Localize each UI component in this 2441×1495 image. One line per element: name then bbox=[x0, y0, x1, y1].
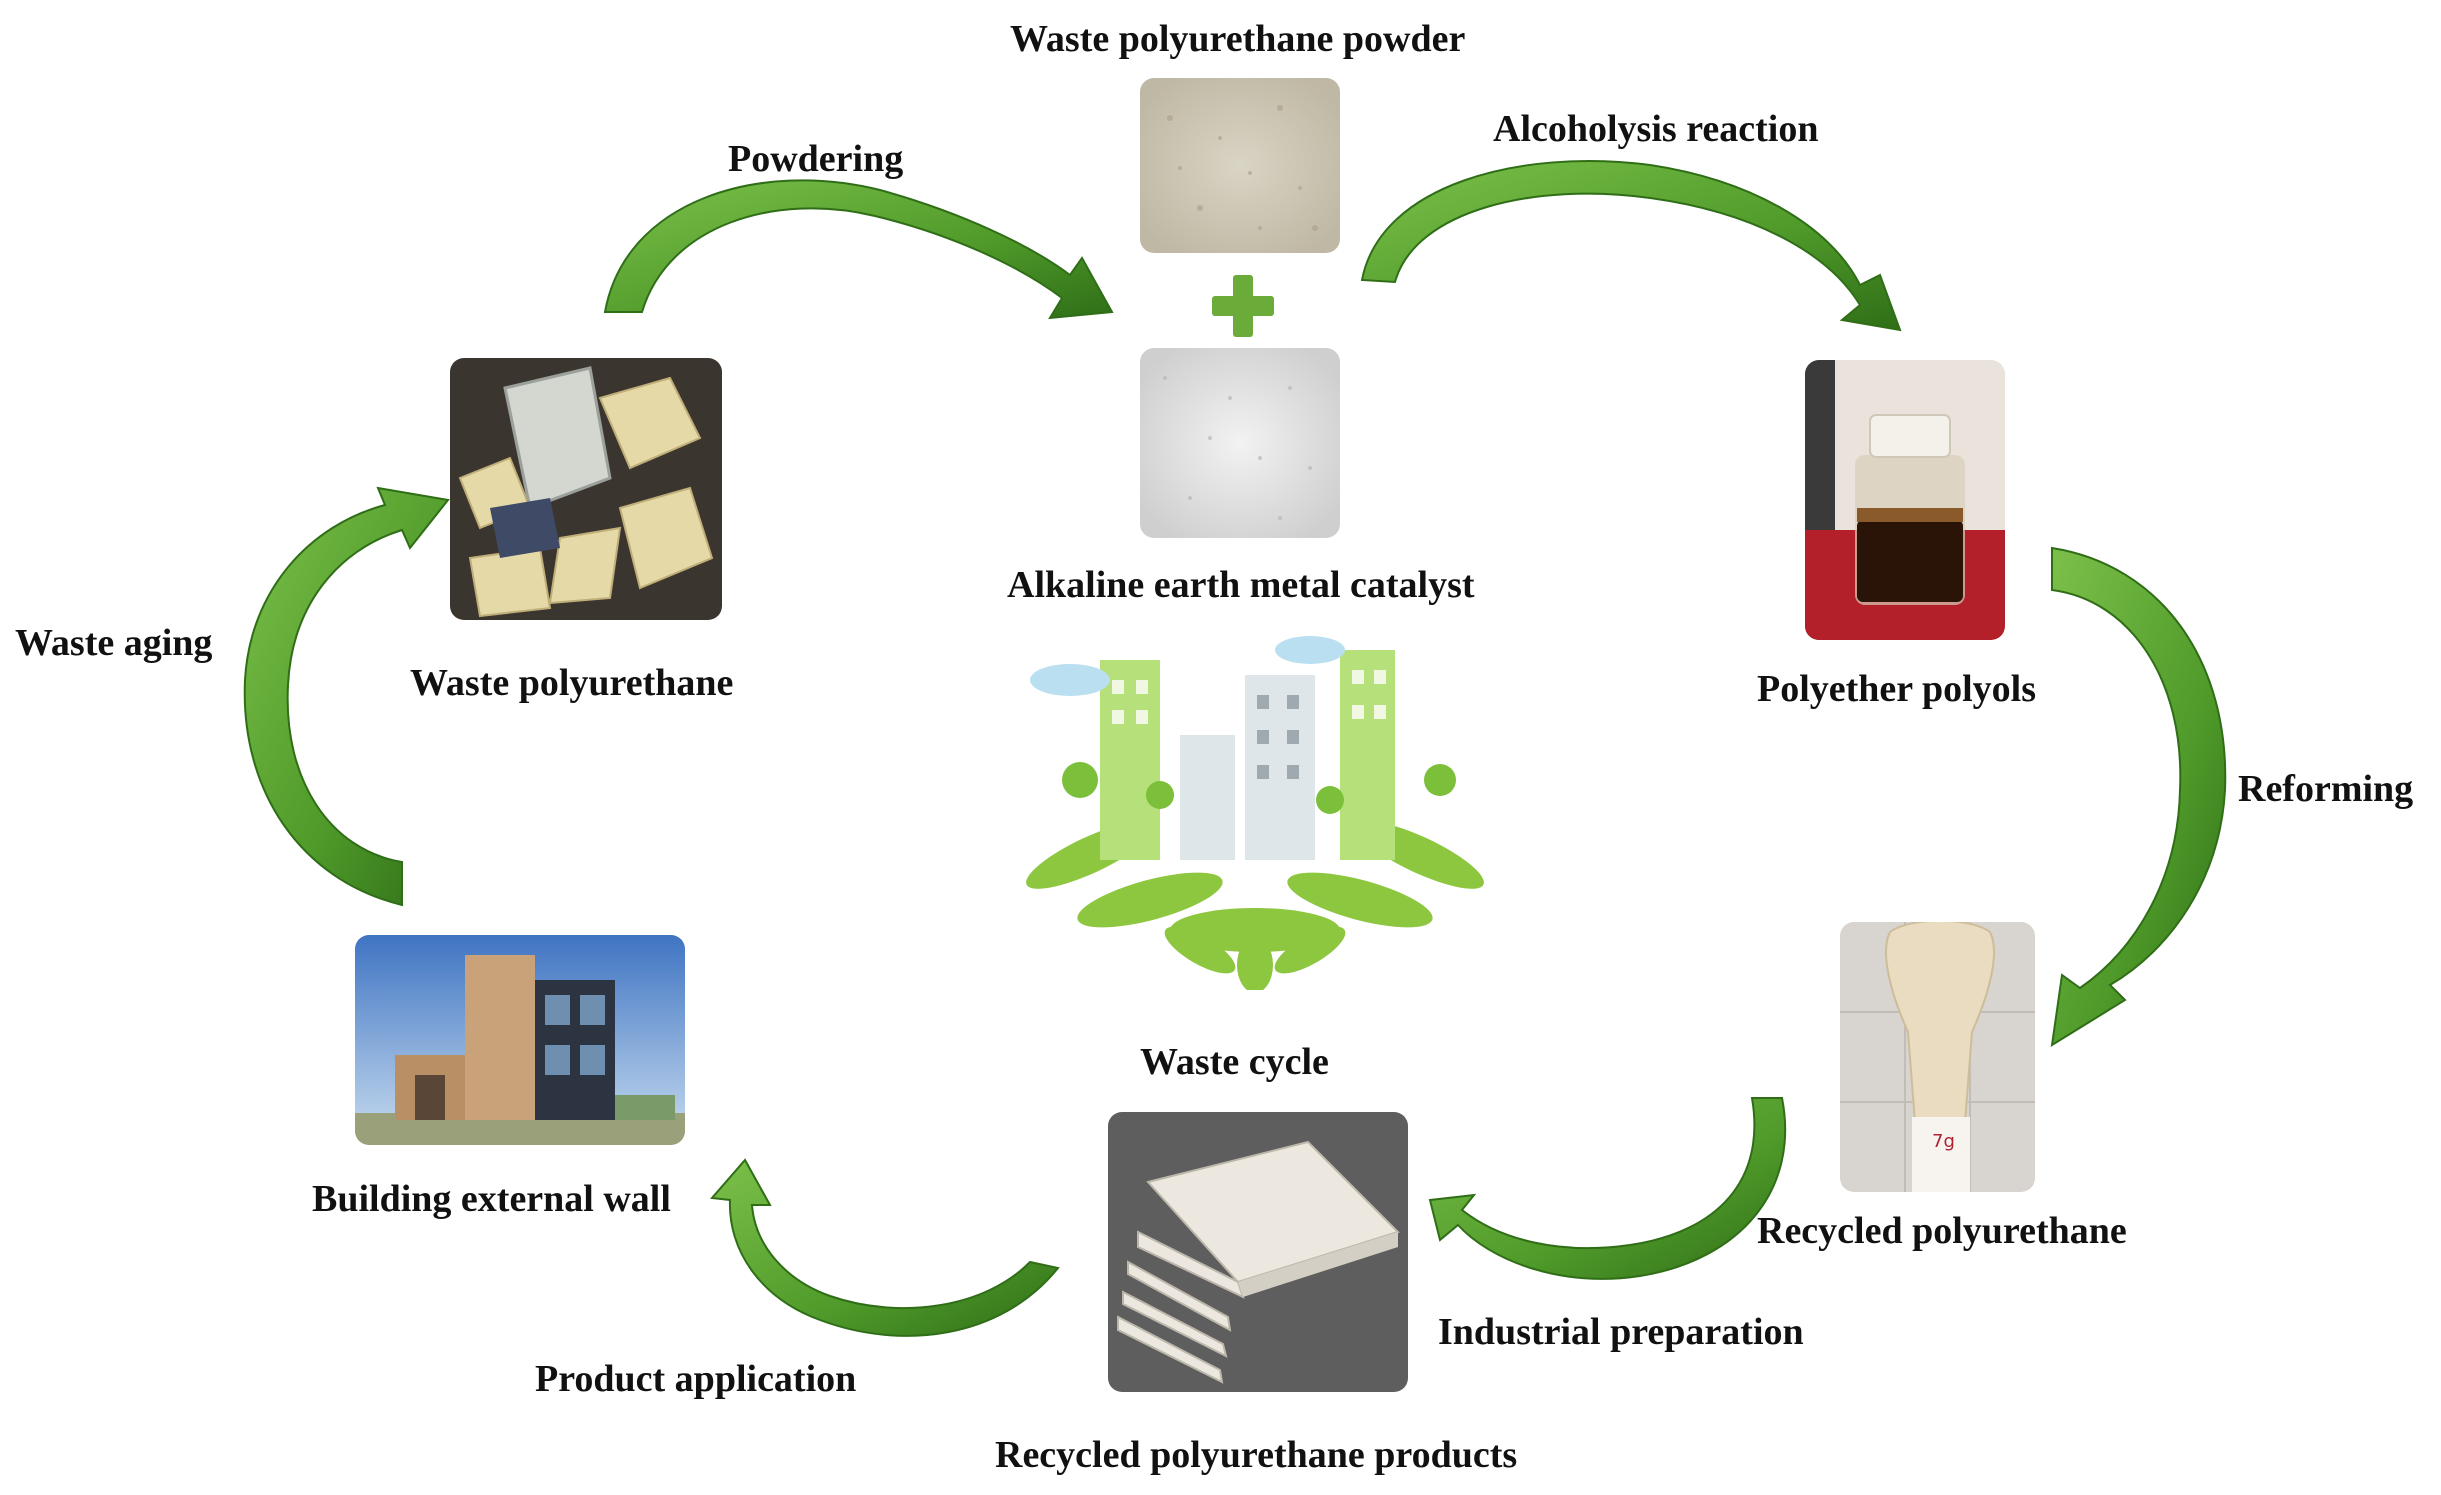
green-city-illustration bbox=[1026, 636, 1484, 990]
catalyst-label: Alkaline earth metal catalyst bbox=[1007, 564, 1475, 606]
alcoholysis-arrow bbox=[1360, 160, 1902, 332]
industrial-arrow bbox=[1428, 1097, 1787, 1280]
wall-image bbox=[355, 935, 685, 1145]
products-image bbox=[1108, 1112, 1408, 1392]
recycled-pu-label: Recycled polyurethane bbox=[1757, 1210, 2127, 1252]
alcoholysis-label: Alcoholysis reaction bbox=[1493, 108, 1819, 150]
powder-label: Waste polyurethane powder bbox=[1010, 18, 1466, 60]
aging-label: Waste aging bbox=[15, 622, 213, 664]
products-label: Recycled polyurethane products bbox=[995, 1434, 1518, 1476]
polyols-image bbox=[1805, 360, 2005, 640]
svg-text:7g: 7g bbox=[1932, 1131, 1955, 1152]
industrial-label: Industrial preparation bbox=[1438, 1311, 1804, 1353]
application-label: Product application bbox=[535, 1358, 857, 1400]
recycled-pu-image: 7g bbox=[1840, 922, 2035, 1192]
wall-label: Building external wall bbox=[312, 1178, 671, 1220]
waste-pu-image bbox=[450, 358, 722, 620]
waste-pu-label: Waste polyurethane bbox=[410, 662, 734, 704]
powdering-label: Powdering bbox=[728, 138, 904, 180]
aging-arrow bbox=[243, 486, 450, 907]
application-arrow bbox=[709, 1158, 1060, 1337]
powdering-arrow bbox=[603, 179, 1114, 320]
center-label: Waste cycle bbox=[1140, 1041, 1329, 1083]
reforming-label: Reforming bbox=[2238, 768, 2414, 810]
polyols-label: Polyether polyols bbox=[1757, 668, 2037, 710]
catalyst-image bbox=[1140, 348, 1340, 538]
plus-icon bbox=[1212, 275, 1274, 337]
powder-image bbox=[1140, 78, 1340, 253]
reforming-arrow bbox=[2050, 546, 2227, 1047]
